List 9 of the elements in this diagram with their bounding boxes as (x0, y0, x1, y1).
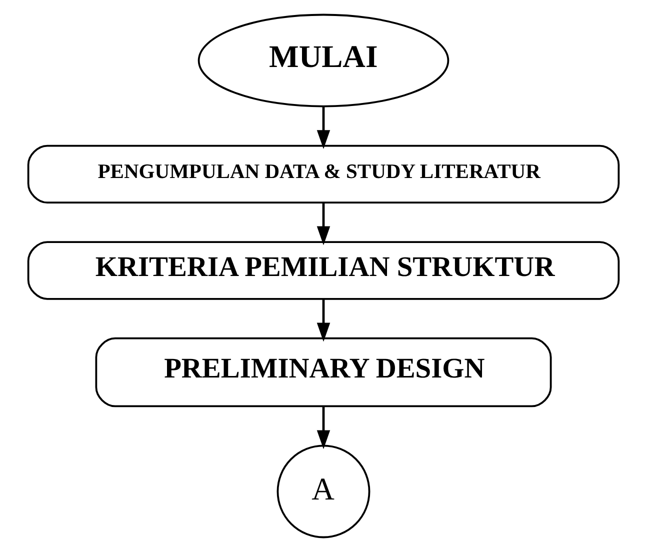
arrow (316, 299, 330, 342)
node-box: PENGUMPULAN DATA & STUDY LITERATUR (27, 144, 620, 204)
node-box: KRITERIA PEMILIAN STRUKTUR (27, 241, 620, 300)
node-box: PRELIMINARY DESIGN (95, 337, 552, 408)
arrow (316, 106, 330, 150)
arrow (316, 406, 330, 450)
node-circle: A (276, 444, 370, 538)
arrow (316, 202, 330, 246)
node-ellipse: MULAI (198, 14, 450, 108)
